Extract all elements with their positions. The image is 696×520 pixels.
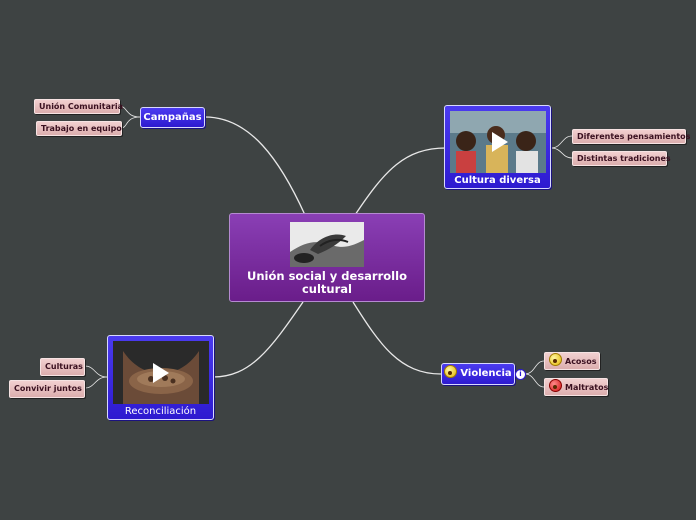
- leaf-union-comunitaria[interactable]: Unión Comunitaria: [34, 99, 123, 114]
- surprised-face-icon: [549, 353, 562, 366]
- holding-hands-photo: [290, 222, 364, 267]
- branch-violencia[interactable]: Violencia: [441, 363, 515, 385]
- leaf-trabajo-en-equipo[interactable]: Trabajo en equipo: [36, 121, 122, 136]
- play-icon[interactable]: [153, 363, 169, 383]
- branch-cultura-label: Cultura diversa: [454, 175, 541, 186]
- leaf-acosos[interactable]: Acosos: [544, 352, 600, 370]
- leaf-convivir-juntos[interactable]: Convivir juntos: [9, 380, 85, 398]
- leaf-distintas-tradiciones[interactable]: Distintas tradiciones: [572, 151, 671, 166]
- branch-campanas[interactable]: Campañas: [140, 107, 205, 128]
- branch-violencia-label: Violencia: [460, 368, 512, 379]
- branch-campanas-label: Campañas: [143, 112, 202, 123]
- leaf-diferentes-pensamientos[interactable]: Diferentes pensamientos: [572, 129, 690, 144]
- leaf-culturas[interactable]: Culturas: [40, 358, 85, 376]
- cupped-hands-video-thumbnail[interactable]: [113, 341, 209, 404]
- children-video-thumbnail[interactable]: [450, 111, 546, 173]
- central-topic[interactable]: Unión social y desarrollo cultural: [229, 213, 425, 302]
- shocked-face-icon: [444, 365, 458, 378]
- play-icon[interactable]: [492, 132, 508, 152]
- branch-reconciliacion-label: Reconciliación: [124, 406, 197, 417]
- info-icon[interactable]: i: [515, 369, 526, 380]
- leaf-acosos-label: Acosos: [565, 357, 597, 366]
- central-topic-title: Unión social y desarrollo cultural: [247, 269, 407, 296]
- angry-face-icon: [549, 379, 562, 392]
- leaf-maltratos[interactable]: Maltratos: [544, 378, 608, 396]
- leaf-maltratos-label: Maltratos: [565, 383, 609, 392]
- branch-reconciliacion[interactable]: Reconciliación: [107, 335, 214, 420]
- branch-cultura-diversa[interactable]: Cultura diversa: [444, 105, 551, 189]
